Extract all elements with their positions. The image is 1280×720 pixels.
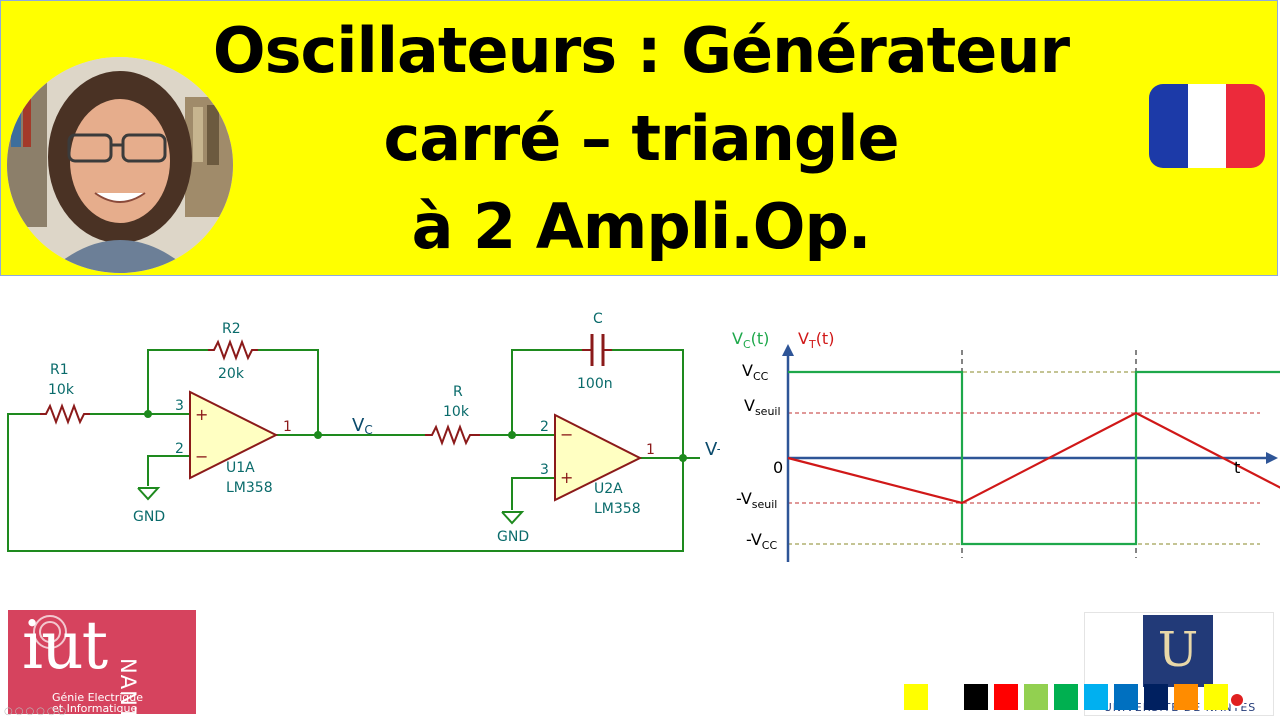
flag-stripe-red: [1226, 84, 1265, 168]
ylabel-neg-vcc: -VCC: [746, 530, 777, 552]
wire-c-left: [511, 349, 582, 435]
series-vt-line: [787, 411, 1280, 505]
feedback-wire: [7, 413, 684, 552]
gnd-label-1: GND: [133, 509, 165, 525]
node-vt-label: VT: [705, 439, 720, 461]
flag-stripe-blue: [1149, 84, 1188, 168]
resistor-r2: [208, 339, 258, 361]
y-axis-arrow-icon: [782, 344, 794, 356]
c-name: C: [593, 311, 603, 327]
palette-swatch-11[interactable]: [1204, 684, 1228, 710]
u1-plus: +: [195, 405, 208, 424]
u1-minus: −: [195, 447, 208, 466]
palette-swatch-9[interactable]: [1144, 684, 1168, 710]
u1-part: LM358: [226, 480, 273, 496]
u2-minus: −: [560, 425, 573, 444]
iut-dept-line-1: Génie Electrique: [52, 691, 144, 704]
u2-pin3: 3: [540, 462, 549, 478]
title-line-2: carré – triangle: [383, 102, 899, 175]
c-value: 100n: [577, 376, 613, 392]
presenter-photo: [7, 57, 233, 273]
palette-swatch-5[interactable]: [1024, 684, 1048, 710]
iut-wordmark: iut: [22, 610, 108, 684]
iut-dept-line-2: et Informatique Industrielle: [52, 702, 138, 714]
u2-name: U2A: [594, 481, 623, 497]
r1-name: R1: [50, 362, 69, 378]
progress-dots: ○○○○○○: [4, 706, 69, 717]
r2-value: 20k: [218, 366, 245, 382]
gnd-label-2: GND: [497, 529, 529, 545]
ground-icon: [501, 511, 525, 525]
waveform-chart: VCC Vseuil 0 -Vseuil -VCC t VC(t) VT(t): [732, 329, 1280, 562]
r1-value: 10k: [48, 382, 75, 398]
x-axis-arrow-icon: [1266, 452, 1278, 464]
wire-c-right: [612, 349, 684, 458]
u1-pin1: 1: [283, 419, 292, 435]
iut-nantes-logo: iut NANTES Génie Electrique et Informati…: [8, 610, 196, 714]
wire-r2-right: [258, 349, 319, 435]
u1-pin2: 2: [175, 441, 184, 457]
french-flag-icon[interactable]: [1149, 84, 1265, 168]
palette-swatch-6[interactable]: [1054, 684, 1078, 710]
u2-plus: +: [560, 468, 573, 487]
iut-department: Génie Electrique et Informatique Industr…: [52, 692, 196, 714]
ylabel-zero: 0: [773, 458, 783, 477]
presenter-avatar: [7, 57, 233, 273]
title-banner: Oscillateurs : Générateur carré – triang…: [0, 0, 1278, 276]
palette-swatch-2[interactable]: [934, 684, 958, 710]
wire-r2-left: [147, 349, 208, 414]
wires: [7, 349, 700, 552]
u1-name: U1A: [226, 460, 255, 476]
r-name: R: [453, 384, 463, 400]
title-line-1: Oscillateurs : Générateur: [212, 14, 1070, 87]
palette-swatch-10[interactable]: [1174, 684, 1198, 710]
r2-name: R2: [222, 321, 241, 337]
title-line-3: à 2 Ampli.Op.: [411, 190, 872, 263]
xlabel: t: [1234, 458, 1240, 477]
opamp-u1: [189, 390, 279, 480]
u2-pin1: 1: [646, 442, 655, 458]
palette-swatch-8[interactable]: [1114, 684, 1138, 710]
legend-vc: VC(t): [732, 329, 769, 351]
ylabel-neg-vseuil: -Vseuil: [736, 489, 777, 511]
ylabel-vcc: VCC: [742, 361, 769, 383]
flag-stripe-white: [1187, 84, 1227, 168]
page-title: Oscillateurs : Générateur carré – triang…: [171, 7, 1111, 271]
u2-pin2: 2: [540, 419, 549, 435]
ylabel-vseuil: Vseuil: [744, 396, 781, 418]
u1-pin3: 3: [175, 398, 184, 414]
iut-swirl-icon: [33, 615, 67, 649]
series-vc-line: [788, 370, 1280, 546]
resistor-r1: [40, 403, 90, 425]
palette-swatch-1[interactable]: [904, 684, 928, 710]
opamp-u2: [554, 413, 643, 502]
record-indicator-icon[interactable]: [1229, 692, 1245, 708]
ground-icon: [137, 487, 161, 501]
palette-swatch-3[interactable]: [964, 684, 988, 710]
junctions: [144, 410, 687, 462]
resistor-r: [425, 424, 480, 446]
chart-series: [787, 370, 1280, 546]
palette-swatch-7[interactable]: [1084, 684, 1108, 710]
r-value: 10k: [443, 404, 470, 420]
circuit-schematic: R1 10k R2 20k R 10k C 100n U1A LM358 U2A…: [7, 311, 720, 552]
univ-mark-icon: U: [1143, 615, 1213, 687]
wire-u2-gnd: [511, 477, 555, 510]
palette-swatch-4[interactable]: [994, 684, 1018, 710]
color-palette[interactable]: [904, 684, 1228, 710]
node-vc-label: VC: [352, 415, 373, 437]
legend-vt: VT(t): [798, 329, 834, 351]
wire-u1-gnd: [147, 455, 190, 486]
chart-grid: [788, 350, 1260, 558]
u2-part: LM358: [594, 501, 641, 517]
